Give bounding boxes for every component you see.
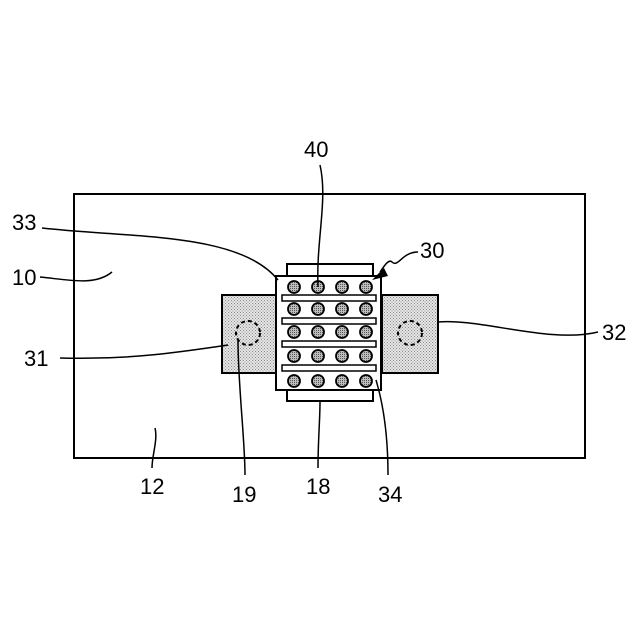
- bump: [288, 375, 300, 387]
- label-30: 30: [420, 238, 444, 263]
- bump: [336, 281, 348, 293]
- conductor-strip: [282, 365, 376, 371]
- bump: [288, 303, 300, 315]
- right-electrode-pad: [382, 295, 438, 373]
- conductor-strip: [282, 318, 376, 324]
- bump: [312, 375, 324, 387]
- label-34: 34: [378, 482, 402, 507]
- bump: [336, 350, 348, 362]
- conductor-strip: [282, 295, 376, 301]
- label-12: 12: [140, 474, 164, 499]
- bump: [312, 350, 324, 362]
- bump: [312, 303, 324, 315]
- label-18: 18: [306, 474, 330, 499]
- bump: [288, 281, 300, 293]
- left-electrode-pad: [222, 295, 278, 373]
- bump: [288, 350, 300, 362]
- label-40: 40: [304, 137, 328, 162]
- bump: [360, 281, 372, 293]
- bump: [336, 303, 348, 315]
- bump: [360, 303, 372, 315]
- bump: [312, 326, 324, 338]
- bump: [288, 326, 300, 338]
- label-31: 31: [24, 346, 48, 371]
- bump: [336, 326, 348, 338]
- bump: [360, 326, 372, 338]
- label-32: 32: [602, 320, 626, 345]
- label-10: 10: [12, 265, 36, 290]
- label-33: 33: [12, 210, 36, 235]
- bump: [336, 375, 348, 387]
- label-19: 19: [232, 482, 256, 507]
- bump: [360, 350, 372, 362]
- bump: [360, 375, 372, 387]
- conductor-strip: [282, 341, 376, 347]
